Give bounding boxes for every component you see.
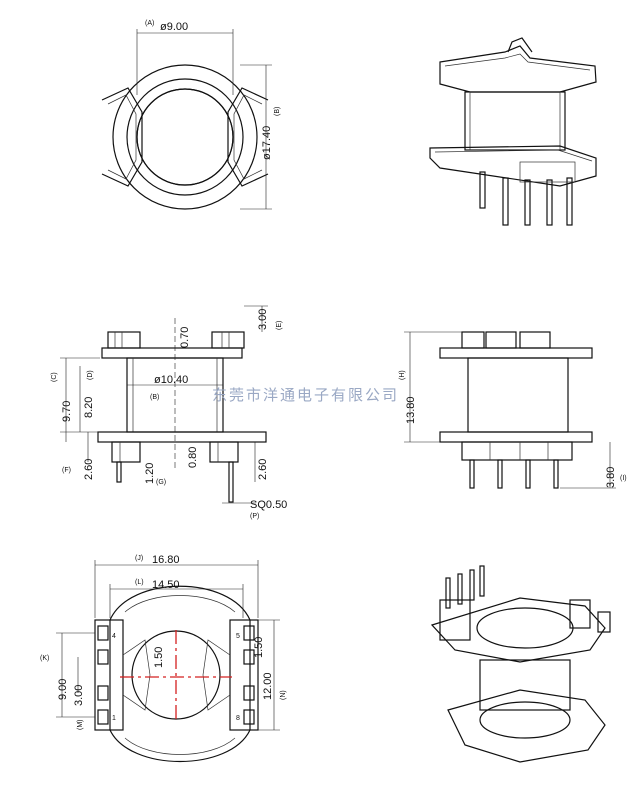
dim-sq-value: SQ0.50 [250,499,287,511]
dim-j-value: 16.80 [152,554,180,566]
dim-d-value: 8.20 [83,397,95,418]
company-watermark: 东莞市洋通电子有限公司 [212,386,399,404]
top-view: (A) ø9.00 ø17.40 (B) [101,20,281,210]
dim-d-tag: (D) [87,370,94,380]
pin-1-label: 1 [112,715,116,722]
top-inner-ring [126,78,244,196]
dim-core-value: ø10.40 [154,374,188,386]
dim-k-value: 9.00 [57,679,69,700]
dim-pitch-value: 1.50 [153,647,165,668]
dim-c-tag: (C) [51,372,58,382]
iso-view-bottom [430,565,611,763]
dim-m-tag: (M) [77,720,84,731]
dim-core-tag: (B) [150,394,159,401]
dim-i-tag: (I) [620,475,627,482]
dim-b-value: ø17.40 [261,126,273,160]
dim-k-tag: (K) [40,655,49,662]
iso-view-top [429,37,597,226]
dim-a-value: ø9.00 [160,21,188,33]
dim-sq-tag: (P) [250,513,259,520]
dim-f-tag: (F) [62,467,71,474]
top-left-notch-inner [107,94,137,180]
pin-8-label: 8 [236,715,240,722]
dim-slot-value: 0.70 [179,327,191,348]
dim-pin-r-value: 2.60 [257,459,269,480]
dim-i-value: 3.80 [605,467,617,488]
dim-a-tag: (A) [145,20,154,27]
side-view: 3.00 (E) 0.70 9.70 (C) 8.20 (D) ø10.40 (… [51,305,287,520]
dim-c-value: 9.70 [61,401,73,422]
dim-e-tag: (E) [276,321,283,330]
dim-h-tag: (H) [399,370,406,380]
dim-e-value: 3.00 [257,309,269,330]
pin-4-label: 4 [112,633,116,640]
dim-g-value: 1.20 [144,463,156,484]
dim-l-tag: (L) [135,579,144,586]
top-right-notch [227,87,269,187]
dim-f-value: 2.60 [83,459,95,480]
dim-j-tag: (J) [135,555,143,562]
top-left-notch [101,87,143,187]
dim-h-value: 13.80 [405,396,417,424]
dim-pitch-r-value: 1.50 [253,637,265,658]
dim-b-tag: (B) [274,107,281,116]
top-right-notch-inner [233,94,263,180]
dim-n-tag: (N) [280,690,287,700]
pin-5-label: 5 [236,633,240,640]
dim-wall-value: 0.80 [187,447,199,468]
dim-n-value: 12.00 [262,672,274,700]
front-view: 13.80 (H) 3.80 (I) [399,331,627,489]
top-core-hole-front [136,88,234,186]
dim-g-tag: (G) [156,479,166,486]
top-flange-outline [112,64,258,210]
dim-l-value: 14.50 [152,579,180,591]
bottom-view: 4 1 5 8 (J) 16.80 (L) 14.50 1.50 1.50 (K… [40,554,287,763]
dim-m-value: 3.00 [73,685,85,706]
